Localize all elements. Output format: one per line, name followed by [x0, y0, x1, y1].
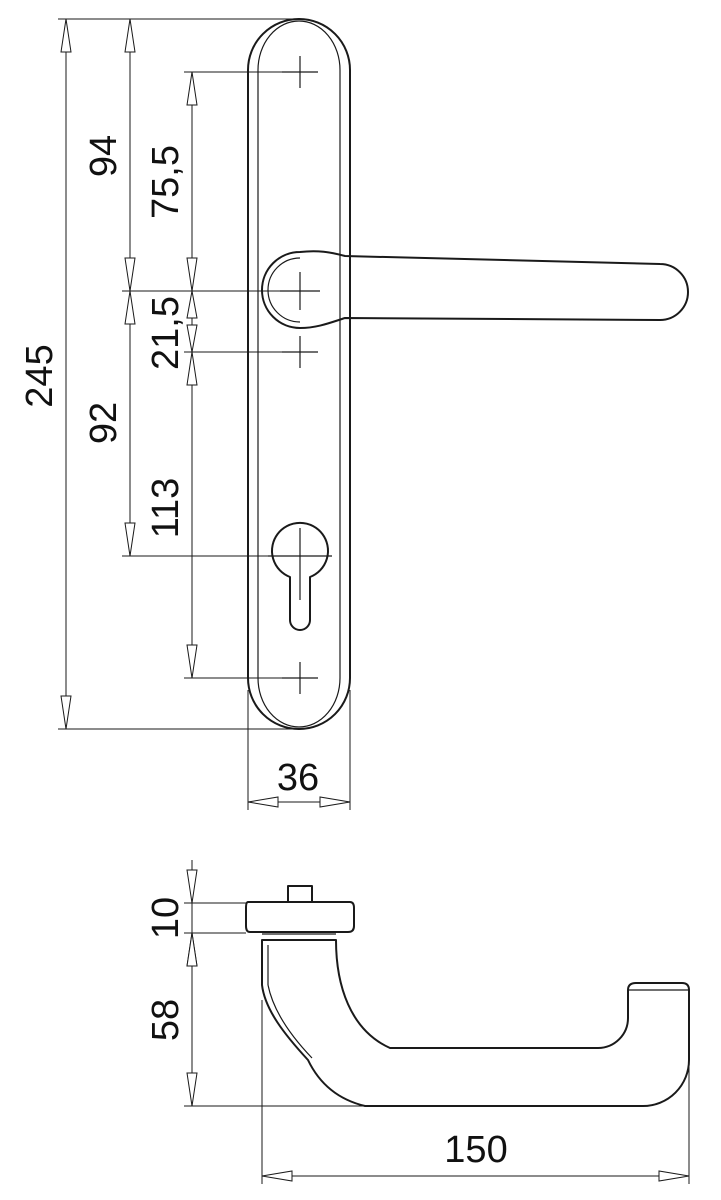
dim-plate-width-label: 36 — [277, 757, 319, 799]
side-extension-lines — [184, 902, 690, 1184]
side-view: 10 58 150 — [145, 860, 690, 1184]
cylinder-cutout — [271, 521, 329, 631]
front-extension-lines — [58, 18, 351, 810]
dim-screw-to-lever-label: 75,5 — [145, 145, 187, 219]
lever-front — [261, 250, 689, 329]
back-plate-outline — [247, 18, 351, 730]
dim-150: 150 — [261, 1129, 690, 1182]
spindle-center-mark — [280, 272, 320, 310]
dim-screw-spacing-label: 113 — [145, 478, 187, 539]
dim-75-5: 75,5 — [145, 71, 198, 292]
dim-lever-projection-label: 58 — [145, 999, 187, 1041]
dim-rose-thickness-label: 10 — [145, 897, 187, 939]
spindle-stub — [287, 885, 313, 903]
dim-113: 113 — [145, 351, 198, 679]
dim-92: 92 — [83, 290, 136, 557]
dim-58: 58 — [145, 932, 198, 1107]
dim-36: 36 — [247, 757, 351, 808]
bottom-screw-mark — [282, 662, 318, 694]
middle-screw-mark — [282, 336, 318, 368]
back-plate-bevel — [257, 20, 341, 728]
top-screw-mark — [282, 56, 318, 88]
dim-245: 245 — [19, 18, 72, 730]
front-view: 245 94 92 75,5 21,5 — [19, 18, 689, 810]
lever-side — [261, 939, 690, 1107]
lever-rose-front — [267, 257, 301, 323]
dim-94: 94 — [83, 18, 136, 292]
rose-plate — [245, 901, 355, 933]
dim-top-to-lever-label: 94 — [83, 135, 125, 177]
dim-lever-to-screw-label: 21,5 — [145, 296, 187, 370]
dim-total-height-label: 245 — [19, 344, 61, 407]
dim-21-5: 21,5 — [145, 290, 198, 370]
dim-lever-length-label: 150 — [444, 1129, 507, 1171]
dim-lever-to-cylinder-label: 92 — [83, 402, 125, 444]
